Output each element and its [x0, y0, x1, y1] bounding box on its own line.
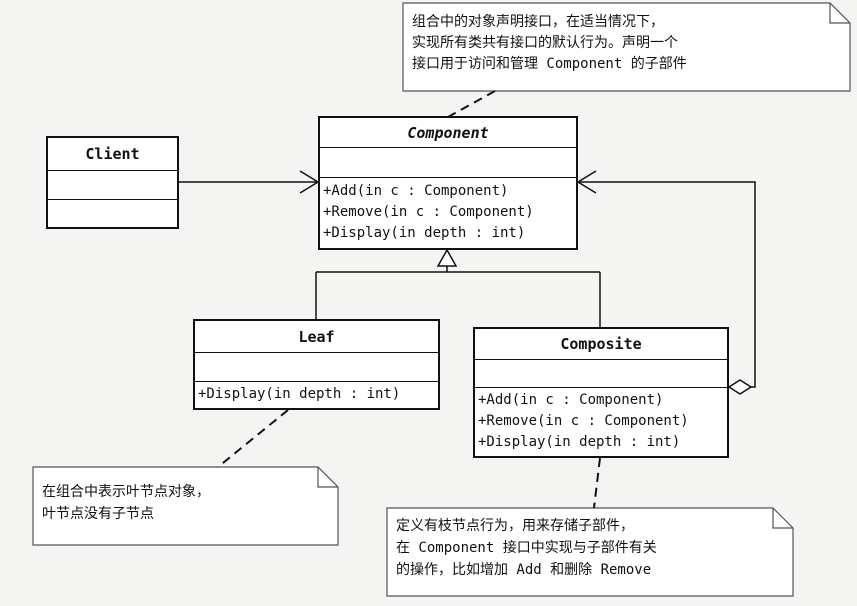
component-operations-section: +Add(in c : Component) +Remove(in c : Co… — [320, 178, 576, 244]
composite-note-line-3: 的操作，比如增加 Add 和删除 Remove — [396, 562, 652, 578]
composite-attributes-section — [475, 360, 727, 388]
client-class-name: Client — [48, 138, 177, 171]
client-association-arrow — [179, 170, 320, 194]
component-op-add: +Add(in c : Component) — [323, 183, 509, 199]
leaf-note-line-2: 叶节点没有子节点 — [42, 506, 154, 522]
composite-note-line-2: 在 Component 接口中实现与子部件有关 — [396, 540, 657, 556]
leaf-attributes-section — [195, 353, 438, 382]
composite-note-anchor — [593, 457, 601, 509]
composite-note-shape — [386, 507, 794, 597]
component-note-shape — [402, 2, 851, 92]
leaf-class-name: Leaf — [195, 321, 438, 353]
leaf-note-shape — [32, 466, 339, 546]
component-note-line-1: 组合中的对象声明接口，在适当情况下， — [412, 14, 664, 30]
generalization-connector — [315, 248, 601, 327]
aggregation-diamond — [727, 379, 753, 395]
component-class-name: Component — [320, 118, 576, 148]
composite-class-box: Composite +Add(in c : Component) +Remove… — [473, 327, 729, 458]
client-class-box: Client — [46, 136, 179, 229]
component-attributes-section — [320, 148, 576, 178]
composite-note-line-1: 定义有枝节点行为，用来存储子部件， — [396, 518, 634, 534]
component-op-remove: +Remove(in c : Component) — [323, 204, 534, 220]
leaf-class-box: Leaf +Display(in depth : int) — [193, 319, 440, 410]
component-note-anchor — [447, 90, 496, 118]
leaf-note-anchor — [217, 409, 289, 468]
component-class-box: Component +Add(in c : Component) +Remove… — [318, 116, 578, 250]
client-operations-section — [48, 200, 177, 227]
inheritance-triangle — [436, 248, 458, 267]
leaf-note-line-1: 在组合中表示叶节点对象， — [42, 484, 210, 500]
component-op-display: +Display(in depth : int) — [323, 225, 526, 241]
composite-op-add: +Add(in c : Component) — [478, 392, 664, 408]
composite-op-display: +Display(in depth : int) — [478, 434, 681, 450]
leaf-operations-section: +Display(in depth : int) — [195, 382, 438, 405]
composite-operations-section: +Add(in c : Component) +Remove(in c : Co… — [475, 388, 727, 453]
composite-class-name: Composite — [475, 329, 727, 360]
component-note-line-3: 接口用于访问和管理 Component 的子部件 — [412, 56, 687, 72]
aggregation-connector — [576, 170, 756, 395]
component-note-line-2: 实现所有类共有接口的默认行为。声明一个 — [412, 35, 678, 51]
composite-op-remove: +Remove(in c : Component) — [478, 413, 689, 429]
leaf-op-display: +Display(in depth : int) — [198, 386, 401, 402]
client-attributes-section — [48, 171, 177, 200]
